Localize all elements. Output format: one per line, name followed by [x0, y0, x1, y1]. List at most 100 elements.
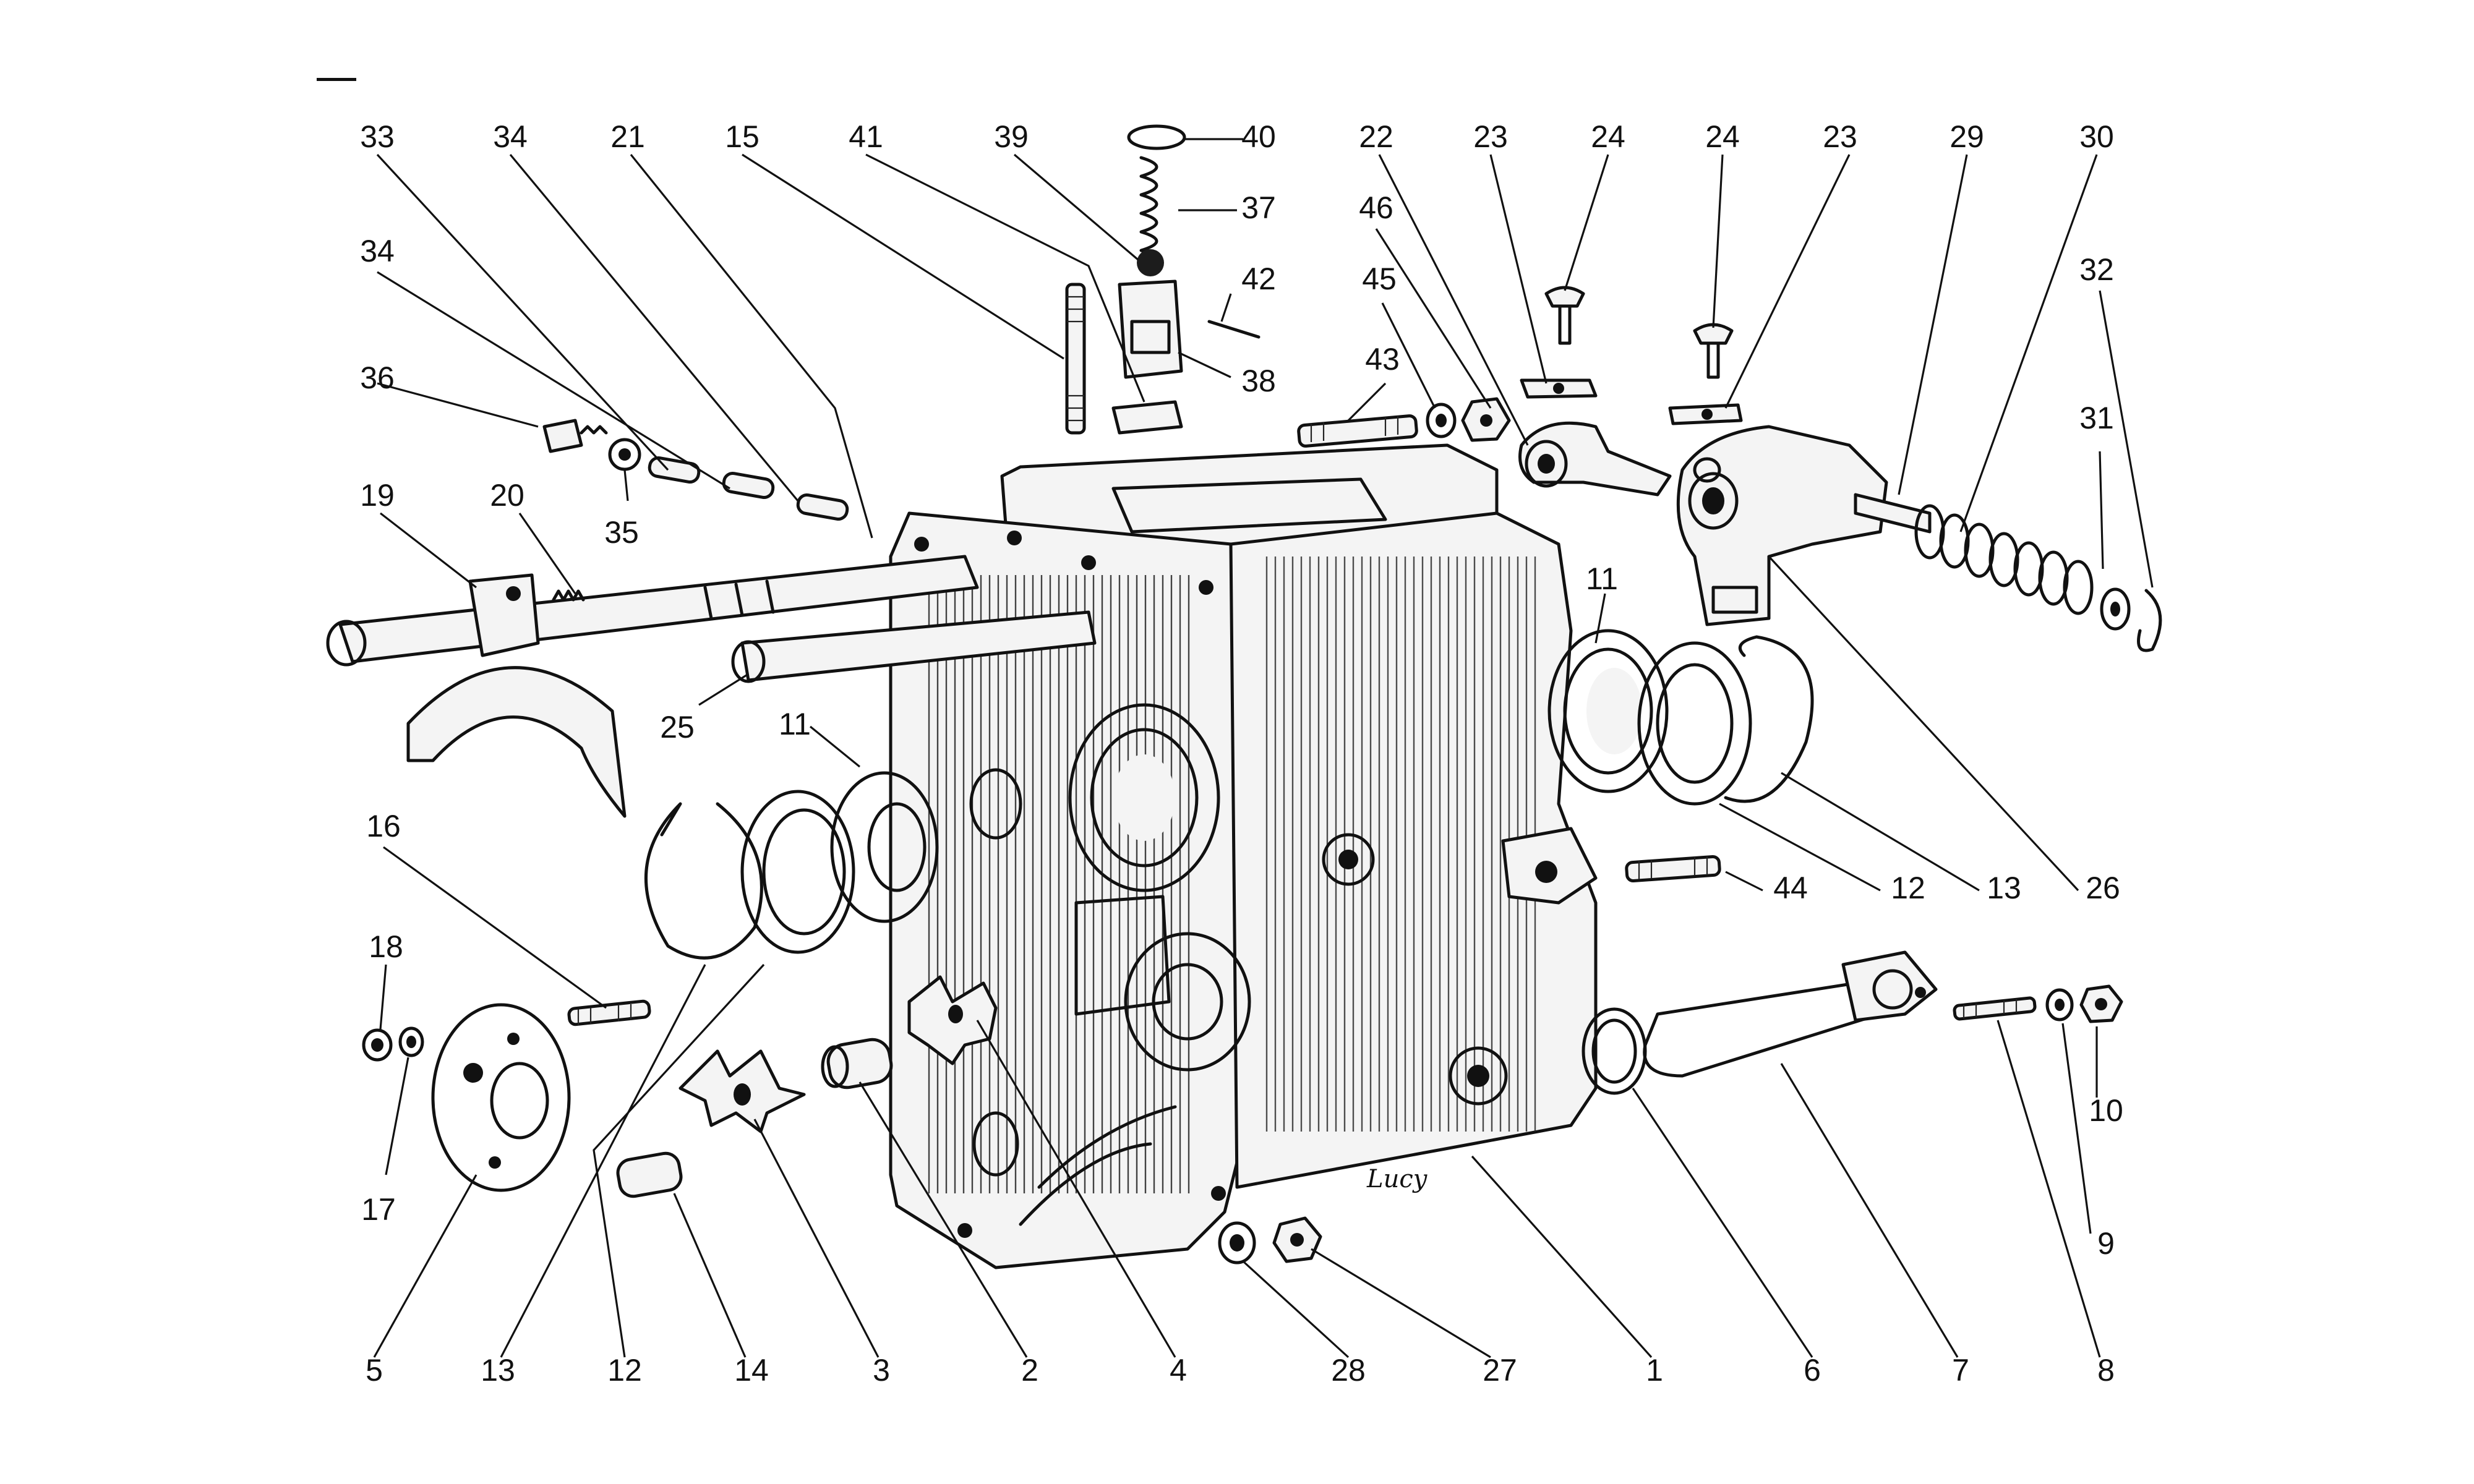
callout-43: 43	[1365, 342, 1400, 377]
corner-mark	[317, 78, 356, 81]
callout-45: 45	[1362, 262, 1397, 296]
callout-40: 40	[1241, 119, 1276, 154]
callout-35: 35	[604, 515, 639, 550]
gearbox-housing: Lucy	[889, 443, 1598, 1269]
cover-plate-5	[431, 1003, 571, 1192]
callout-7: 7	[1952, 1353, 1969, 1388]
callout-11: 11	[779, 707, 811, 741]
callout-36: 36	[360, 360, 395, 395]
detent-plugs-34-33	[648, 456, 849, 521]
callout-5: 5	[366, 1353, 383, 1388]
washer-9	[2045, 988, 2074, 1021]
dowel-14	[616, 1151, 683, 1198]
callout-19: 19	[360, 478, 395, 513]
nut-10	[2079, 984, 2123, 1023]
seal-right-12	[1637, 641, 1752, 806]
callout-4: 4	[1170, 1353, 1187, 1388]
callout-3: 3	[873, 1353, 890, 1388]
callout-32: 32	[2079, 252, 2114, 287]
washer-35	[608, 438, 641, 471]
callout-25: 25	[660, 710, 695, 744]
callout-27: 27	[1483, 1353, 1517, 1388]
callout-13: 13	[481, 1353, 515, 1388]
callout-6: 6	[1804, 1353, 1821, 1388]
spring-30	[1914, 504, 2094, 615]
callout-23: 23	[1473, 119, 1508, 154]
callout-24: 24	[1591, 119, 1625, 154]
callout-23: 23	[1823, 119, 1857, 154]
circlip-right-13	[1724, 635, 1814, 803]
bush-2	[821, 1038, 893, 1090]
callout-38: 38	[1241, 364, 1276, 398]
callout-17: 17	[361, 1192, 396, 1227]
stud-43	[1297, 414, 1418, 448]
callout-37: 37	[1241, 190, 1276, 225]
callout-21: 21	[610, 119, 645, 154]
callout-18: 18	[369, 929, 403, 964]
callout-42: 42	[1241, 262, 1276, 296]
callout-1: 1	[1646, 1353, 1663, 1388]
washer-31	[2100, 587, 2131, 631]
callout-28: 28	[1331, 1353, 1366, 1388]
seal-ring-6	[1582, 1007, 1647, 1095]
callout-12: 12	[1891, 871, 1925, 905]
washer-45	[1426, 403, 1457, 438]
circlip-32	[2137, 589, 2162, 652]
callout-31: 31	[2079, 401, 2114, 435]
lever-22	[1518, 421, 1672, 497]
callout-11: 11	[1586, 561, 1618, 596]
callout-26: 26	[2086, 871, 2120, 905]
stud-8	[1953, 996, 2037, 1021]
seal-left-12	[740, 790, 855, 954]
callout-2: 2	[1021, 1353, 1038, 1388]
bearing-right-11	[1547, 629, 1669, 793]
circlip-left-13	[644, 802, 763, 960]
tab-washer-23a	[1520, 378, 1598, 399]
rod-29	[1854, 493, 1932, 534]
washer-28	[1218, 1221, 1256, 1264]
callout-14: 14	[734, 1353, 769, 1388]
stud-16	[567, 999, 651, 1026]
breather-tube-7	[1643, 950, 1938, 1078]
nut-27	[1272, 1216, 1322, 1263]
callout-8: 8	[2097, 1353, 2115, 1388]
shift-rod-assembly	[326, 555, 1097, 818]
callout-33: 33	[360, 119, 395, 154]
callout-30: 30	[2079, 119, 2114, 154]
nut-18	[362, 1028, 393, 1062]
callout-12: 12	[607, 1353, 642, 1388]
screw-24b	[1693, 323, 1734, 379]
callout-34: 34	[493, 119, 528, 154]
callout-44: 44	[1773, 871, 1808, 905]
gear-3	[678, 1049, 806, 1133]
gear-4	[907, 975, 998, 1065]
callout-9: 9	[2097, 1226, 2115, 1261]
stud-15	[1065, 283, 1086, 435]
selector-housing-26	[1676, 425, 1888, 626]
nut-46	[1461, 397, 1511, 442]
washer-17	[398, 1026, 424, 1057]
callout-20: 20	[490, 478, 524, 513]
callout-16: 16	[366, 809, 401, 843]
callout-10: 10	[2089, 1093, 2123, 1128]
screw-24a	[1544, 286, 1585, 345]
callout-41: 41	[849, 119, 883, 154]
plunger-assembly	[1111, 124, 1261, 435]
callout-34: 34	[360, 234, 395, 268]
callout-24: 24	[1705, 119, 1740, 154]
callout-13: 13	[1987, 871, 2021, 905]
leader-lines	[373, 138, 2154, 1358]
callout-39: 39	[994, 119, 1029, 154]
callout-29: 29	[1950, 119, 1984, 154]
artist-signature: Lucy	[1366, 1165, 1428, 1193]
callout-labels: 33 34 21 15 41 39 40 37 42 38 22 23 24 2…	[360, 119, 2123, 1388]
callout-15: 15	[725, 119, 760, 154]
bolt-36	[542, 419, 608, 453]
callout-22: 22	[1359, 119, 1393, 154]
tab-washer-23b	[1668, 403, 1743, 425]
stud-44	[1625, 855, 1721, 883]
callout-46: 46	[1359, 190, 1393, 225]
bearing-left-11	[830, 771, 939, 923]
